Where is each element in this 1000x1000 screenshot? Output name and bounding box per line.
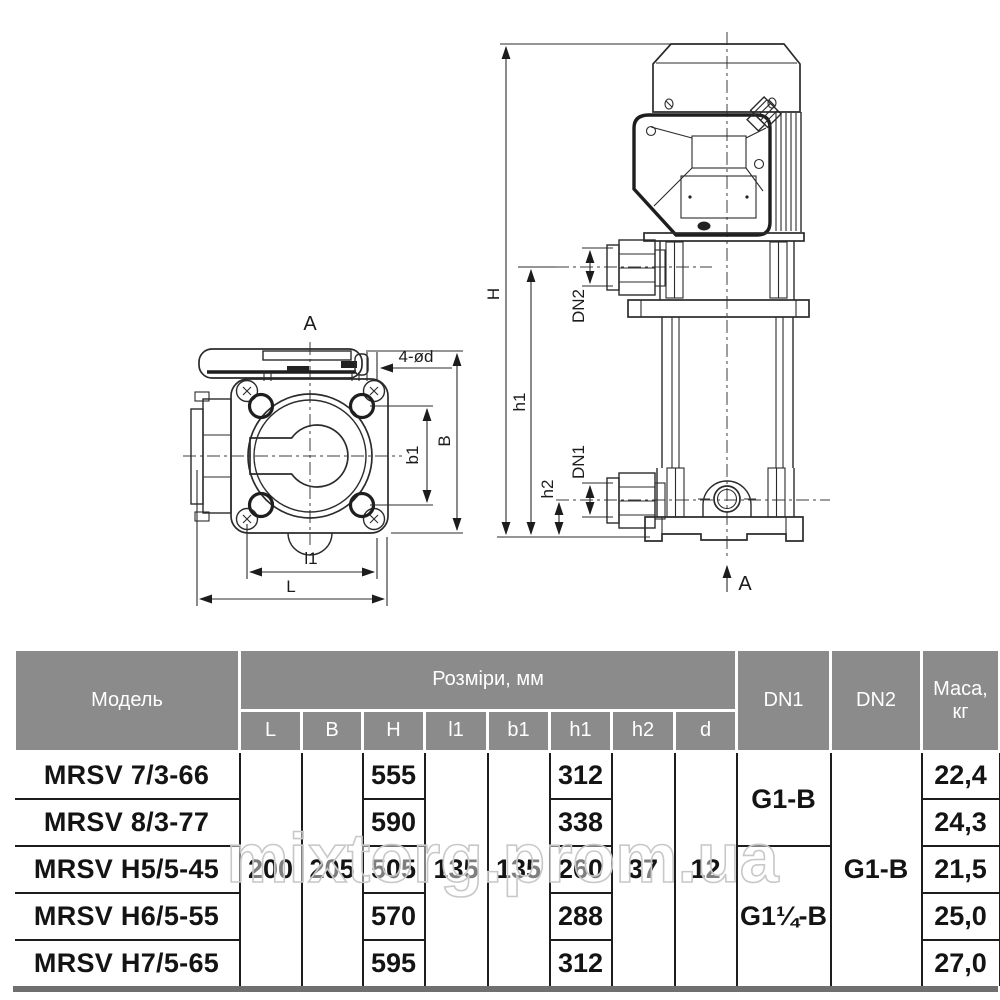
cell-model: MRSV H7/5-65 bbox=[14, 940, 240, 986]
section-arrow: A bbox=[722, 564, 752, 595]
cap-gland-knob bbox=[354, 353, 369, 376]
table-row: MRSV H6/5-55 570 288 25,0 bbox=[14, 893, 1000, 941]
motor-fins bbox=[775, 113, 797, 231]
dim-B-label: B bbox=[435, 435, 454, 446]
pump-cylinder bbox=[661, 317, 794, 468]
table-row: MRSV 7/3-66 200 205 555 135 135 312 37 1… bbox=[14, 751, 1000, 986]
cell-mass: 27,0 bbox=[920, 940, 1000, 986]
cell-dn2: G1-B bbox=[829, 751, 923, 986]
dim-b1-label: b1 bbox=[403, 446, 422, 465]
cell-model: MRSV 7/3-66 bbox=[14, 751, 240, 800]
sub-header-row: L B H l1 b1 h1 h2 d bbox=[15, 708, 1000, 754]
cell-H: 590 bbox=[361, 799, 426, 847]
dim-h1-label: h1 bbox=[510, 393, 529, 412]
pump-dimension-drawing: 4-ød b1 B l1 bbox=[183, 32, 830, 606]
cell-mass: 21,5 bbox=[920, 846, 1000, 894]
keyhole-opening bbox=[249, 424, 349, 488]
dim-L-label: L bbox=[286, 577, 295, 596]
cell-H: 505 bbox=[361, 846, 426, 894]
dim-l1: l1 bbox=[246, 524, 378, 579]
col-header-H: H bbox=[361, 708, 426, 754]
cell-l1: 135 bbox=[423, 751, 489, 986]
cell-h1: 260 bbox=[548, 846, 613, 894]
dim-4od-label: 4-ød bbox=[399, 347, 434, 366]
dim-h2-label: h2 bbox=[538, 480, 557, 499]
col-header-h2: h2 bbox=[610, 708, 676, 754]
cap-outline bbox=[198, 348, 363, 379]
cell-mass: 24,3 bbox=[920, 799, 1000, 847]
spec-table: Модель Розміри, мм DN1 DN2 Маса, кг L B … bbox=[13, 648, 1000, 986]
terminal-box bbox=[632, 95, 783, 237]
col-header-mass: Маса, кг bbox=[920, 648, 1000, 753]
cell-model: MRSV H6/5-55 bbox=[14, 893, 240, 941]
col-header-model: Модель bbox=[13, 648, 241, 753]
col-header-dn2: DN2 bbox=[829, 648, 924, 753]
col-header-dn1: DN1 bbox=[735, 648, 833, 753]
dim-4od: 4-ød bbox=[366, 347, 452, 381]
table-row: MRSV H7/5-65 595 312 27,0 bbox=[14, 940, 1000, 986]
section-label: A bbox=[738, 573, 752, 595]
cell-dn1-bottom: G1¼-B bbox=[735, 846, 832, 986]
top-view: 4-ød b1 B l1 bbox=[183, 313, 463, 606]
col-header-h1: h1 bbox=[548, 708, 613, 754]
cell-b1: 135 bbox=[486, 751, 551, 986]
table-row: MRSV H5/5-45 505 260 G1¼-B 21,5 bbox=[14, 846, 1000, 986]
dim-H: H bbox=[484, 43, 731, 538]
col-header-L: L bbox=[238, 708, 303, 754]
cell-H: 555 bbox=[361, 751, 426, 800]
dim-DN2-label: DN2 bbox=[569, 289, 588, 323]
pump-base bbox=[644, 516, 804, 542]
cell-h1: 288 bbox=[548, 893, 613, 941]
dim-H-label: H bbox=[484, 288, 503, 300]
cell-h1: 312 bbox=[548, 940, 613, 986]
dim-b1: b1 bbox=[370, 405, 433, 506]
col-header-dims-group: Розміри, мм bbox=[237, 648, 739, 712]
cell-h2: 37 bbox=[610, 751, 676, 986]
col-header-B: B bbox=[300, 708, 364, 754]
col-header-b1: b1 bbox=[486, 708, 551, 754]
dim-L: L bbox=[196, 470, 388, 606]
cell-mass: 25,0 bbox=[920, 893, 1000, 941]
col-header-l1: l1 bbox=[423, 708, 489, 754]
dim-B: B bbox=[366, 350, 463, 534]
cell-h1: 338 bbox=[548, 799, 613, 847]
spec-table-wrap: Модель Розміри, мм DN1 DN2 Маса, кг L B … bbox=[13, 648, 1000, 992]
table-row: MRSV 8/3-77 590 338 24,3 bbox=[14, 799, 1000, 847]
dim-h2: h2 bbox=[538, 480, 564, 536]
cell-H: 595 bbox=[361, 940, 426, 986]
dn2-port bbox=[606, 239, 666, 296]
side-view: A H h1 h2 DN2 bbox=[484, 32, 830, 595]
cell-model: MRSV 8/3-77 bbox=[14, 799, 240, 847]
fan-cover bbox=[652, 43, 801, 113]
dim-h1: h1 bbox=[510, 266, 556, 536]
dn1-port bbox=[606, 472, 666, 529]
cell-H: 570 bbox=[361, 893, 426, 941]
dim-DN1-label: DN1 bbox=[569, 445, 588, 479]
cable-gland bbox=[746, 95, 783, 132]
col-header-d: d bbox=[672, 708, 739, 754]
cell-h1: 312 bbox=[548, 751, 613, 800]
cell-L: 200 bbox=[238, 751, 303, 986]
cell-d: 12 bbox=[673, 751, 738, 986]
dim-DN2: DN2 bbox=[569, 247, 613, 323]
cell-dn1-top: G1-B bbox=[735, 751, 832, 847]
cell-model: MRSV H5/5-45 bbox=[14, 846, 240, 894]
suction-housing bbox=[606, 467, 795, 529]
dim-DN1: DN1 bbox=[569, 445, 613, 518]
cell-mass: 22,4 bbox=[920, 751, 1000, 800]
nameplate bbox=[680, 175, 757, 219]
top-view-label: A bbox=[303, 313, 317, 335]
dim-l1-label: l1 bbox=[304, 549, 317, 568]
upper-section bbox=[606, 239, 795, 300]
cell-B: 205 bbox=[300, 751, 364, 986]
